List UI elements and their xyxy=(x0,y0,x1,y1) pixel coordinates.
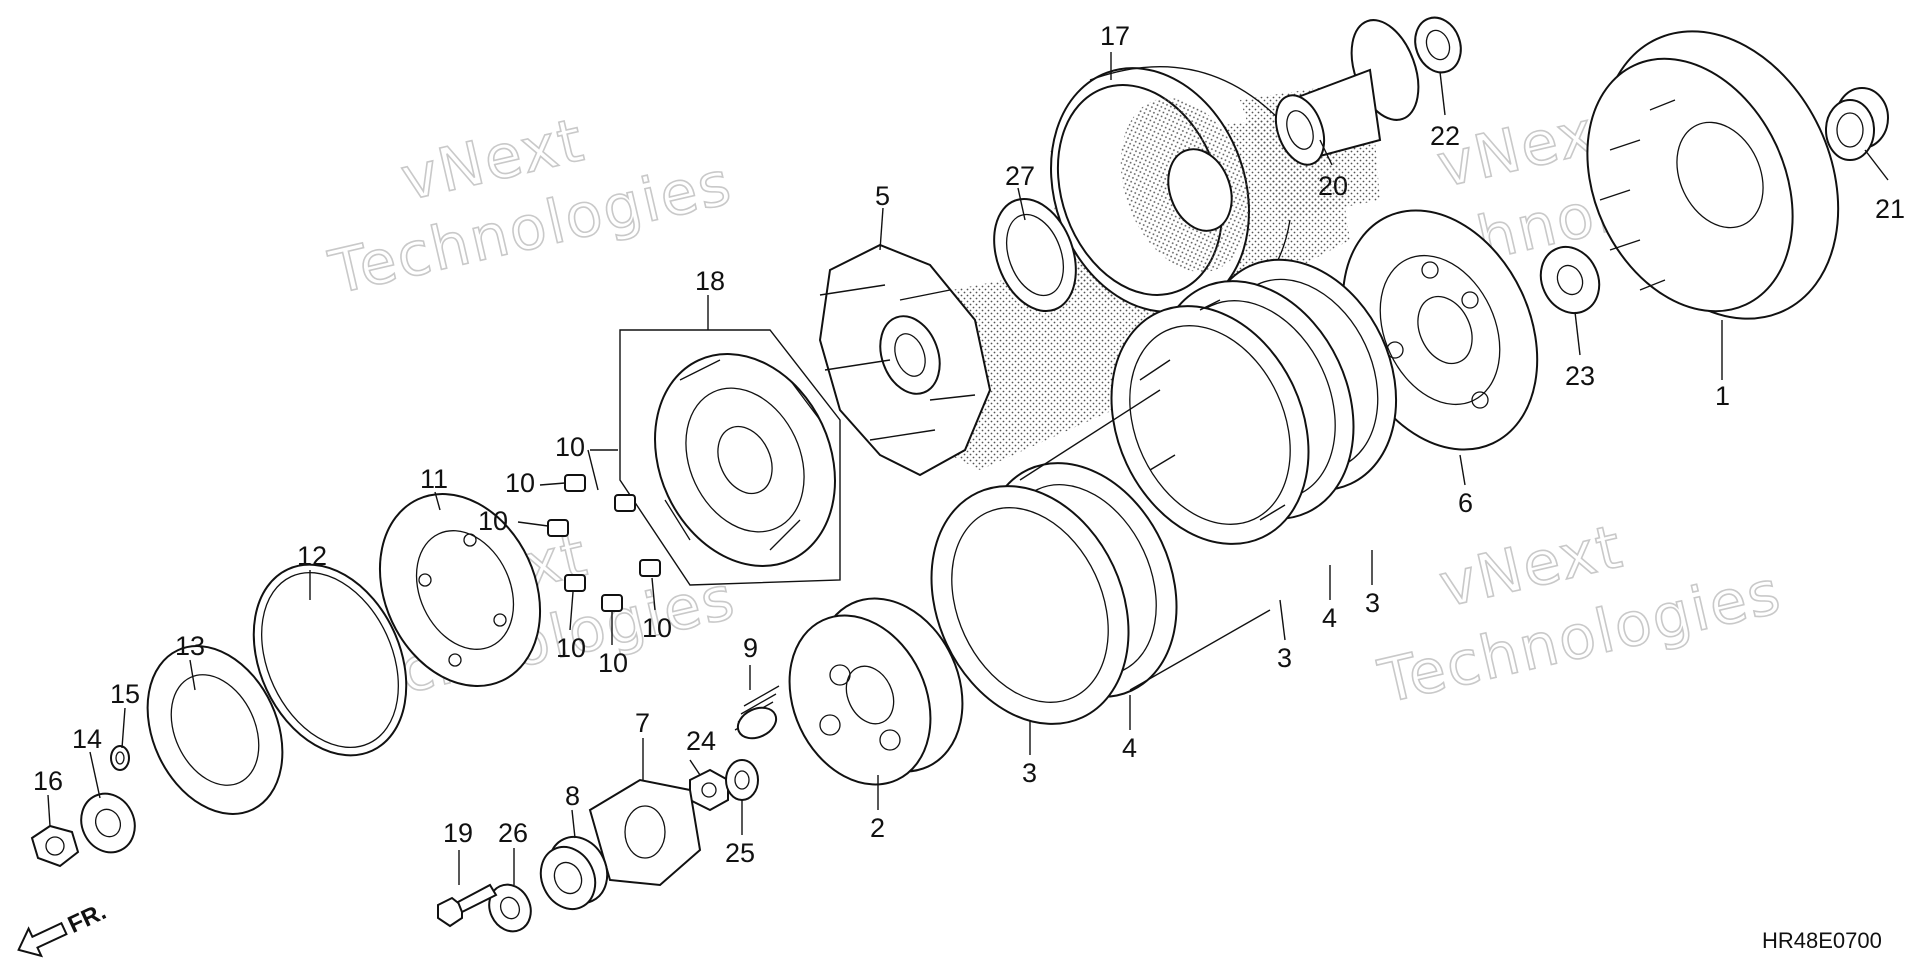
part-3-4-front-plates xyxy=(930,389,1271,725)
part-13-ring xyxy=(252,563,408,757)
part-1-clutch-housing xyxy=(1586,30,1840,320)
part-14-shaft-gear xyxy=(1274,19,1420,166)
part-20-cover-plate xyxy=(146,645,284,815)
callout-2: 2 xyxy=(870,813,885,843)
callout-6: 6 xyxy=(1458,488,1473,518)
callout-4a: 4 xyxy=(1122,733,1137,763)
leader-lines xyxy=(47,52,1889,885)
part-25-washer xyxy=(110,745,130,771)
part-18-nut xyxy=(689,768,729,812)
callout-13: 12 xyxy=(297,541,327,571)
callout-21: 25 xyxy=(725,838,755,868)
part-27-one-way-clutch xyxy=(993,197,1077,313)
callout-23: 23 xyxy=(1565,361,1595,391)
callout-1: 1 xyxy=(1715,381,1730,411)
callout-3b: 3 xyxy=(1277,643,1292,673)
callout-24: 14 xyxy=(72,724,102,754)
callout-18: 24 xyxy=(686,726,716,756)
callout-19: 11 xyxy=(420,464,448,494)
callout-27: 27 xyxy=(1005,161,1035,191)
part-26-ball-bearing xyxy=(488,883,532,933)
callout-20: 13 xyxy=(175,631,205,661)
callout-25: 15 xyxy=(110,679,140,709)
part-9-spring xyxy=(734,685,780,740)
part-21-washer xyxy=(725,759,759,801)
part-16-bolt xyxy=(437,883,498,928)
callout-12: 18 xyxy=(695,266,725,296)
callout-3c: 3 xyxy=(1365,588,1380,618)
part-11-clutch-drum xyxy=(1050,66,1291,313)
part-3-4-clutch-plate-stack xyxy=(1110,258,1398,545)
part-8-bearing xyxy=(539,835,609,911)
front-direction-label: FR. xyxy=(64,898,110,939)
callout-9: 9 xyxy=(743,633,758,663)
callout-7: 7 xyxy=(635,708,650,738)
part-17-nut xyxy=(30,824,80,868)
callout-17: 16 xyxy=(33,766,63,796)
diagram-code: HR48E0700 xyxy=(1762,928,1882,953)
callout-14: 20 xyxy=(1318,171,1348,201)
part-23-washer xyxy=(1539,245,1601,315)
callout-10-lower-r: 10 xyxy=(642,613,672,643)
part-15-collar xyxy=(1825,87,1889,161)
callout-11: 17 xyxy=(1100,21,1130,51)
watermark-bottom-right: vNext Technologies xyxy=(1372,511,1789,719)
callout-10-top: 10 xyxy=(555,432,585,462)
front-arrow-icon xyxy=(17,921,68,958)
callout-10-mid: 10 xyxy=(478,506,508,536)
callout-10-lower-l: 10 xyxy=(556,633,586,663)
callout-8: 8 xyxy=(565,781,580,811)
callout-22: 22 xyxy=(1430,121,1460,151)
part-24-washer xyxy=(80,792,136,854)
callout-labels: 17 27 5 18 20 22 21 23 1 6 3 4 3 4 3 2 9… xyxy=(33,21,1905,868)
part-2-clutch-center xyxy=(788,597,964,786)
part-12-centrifugal-clutch xyxy=(619,329,841,586)
callout-16: 19 xyxy=(443,818,473,848)
part-19-backing-plate xyxy=(378,492,542,688)
part-7-lifter-plate xyxy=(588,778,702,887)
front-direction-indicator: FR. xyxy=(17,898,110,958)
callout-26: 26 xyxy=(498,818,528,848)
watermark-top-left: vNext Technologies xyxy=(322,104,739,309)
callout-4b: 4 xyxy=(1322,603,1337,633)
callout-10-bottom: 10 xyxy=(598,648,628,678)
callout-5: 5 xyxy=(875,181,890,211)
part-22-washer xyxy=(1414,16,1462,74)
callout-10-upper: 10 xyxy=(505,468,535,498)
part-5-drive-plate xyxy=(818,243,992,477)
callout-15: 21 xyxy=(1875,194,1905,224)
callout-3a: 3 xyxy=(1022,758,1037,788)
